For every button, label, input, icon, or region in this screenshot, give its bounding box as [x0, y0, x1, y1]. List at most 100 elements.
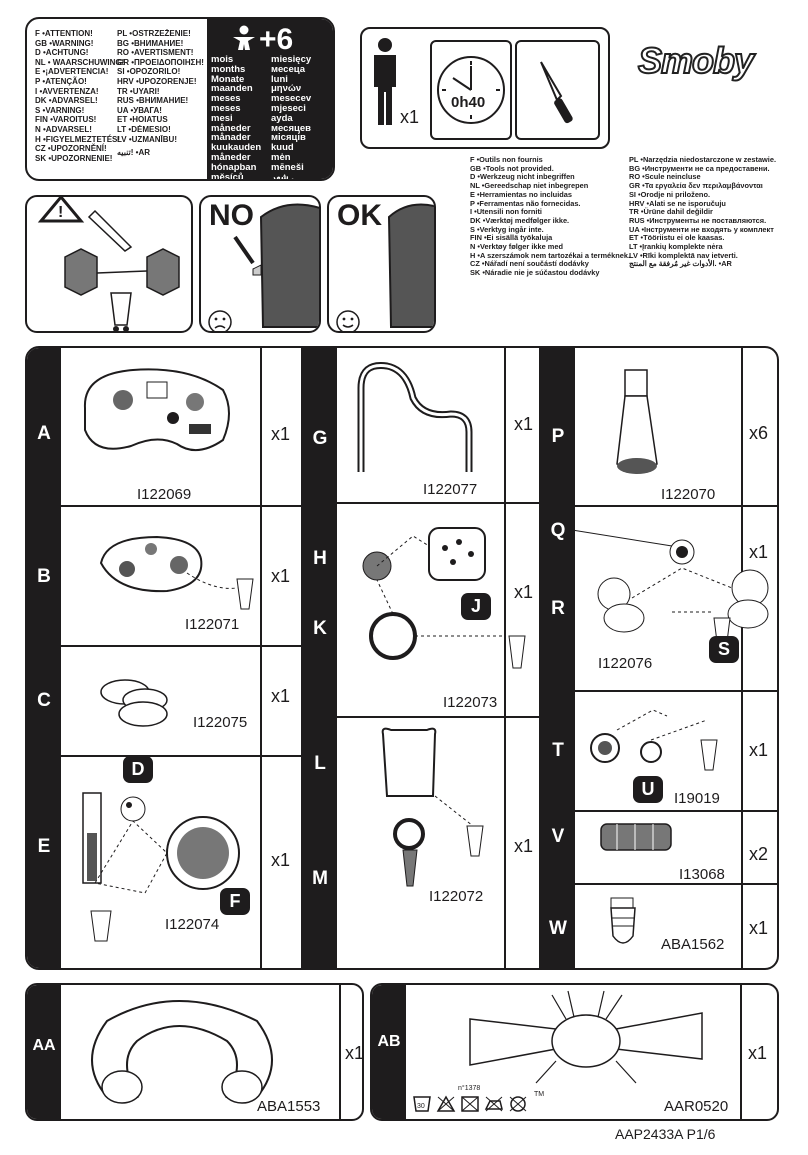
part-qty-aa: x1	[345, 1043, 364, 1063]
warning-text: P •ATENÇÃO!	[35, 76, 87, 86]
warning-text: TR •UYARI!	[117, 86, 160, 96]
warning-text: LT •DĖMESIO!	[117, 124, 171, 134]
brand-logo: Smoby	[637, 39, 755, 82]
part-letter-b: B	[37, 566, 51, 587]
tools-list-right: PL •Narzędzia niedostarczone w zestawie.…	[629, 155, 777, 269]
warning-text: SK •UPOZORNENIE!	[35, 153, 113, 163]
part-code-hk: I122073	[443, 694, 498, 711]
warning-text: LV •UZMANĪBU!	[117, 134, 177, 144]
part-letter-t: T	[552, 740, 564, 761]
toy-ring-illustration	[362, 527, 526, 669]
care-code: n°1378	[458, 1085, 481, 1092]
part-letter-aa: AA	[32, 1037, 56, 1054]
part-qty-p: x6	[749, 423, 769, 443]
column-strip	[303, 348, 337, 968]
part-qty-lm: x1	[514, 836, 534, 856]
happy-face-icon	[336, 310, 360, 331]
seat-ring-illustration	[91, 1000, 273, 1104]
warning-text: S •VARNING!	[35, 105, 85, 115]
no-panel: NO	[199, 195, 321, 333]
tray-top-illustration	[99, 535, 254, 610]
part-letter-v: V	[551, 826, 565, 847]
part-qty-w: x1	[749, 918, 769, 938]
part-ab-panel: AB n°1378 30 TM AAR0520 x1	[370, 983, 779, 1121]
part-code-v: I13068	[679, 866, 725, 883]
part-letter-c: C	[37, 690, 51, 711]
person-icon	[374, 38, 396, 125]
part-qty-b: x1	[271, 566, 291, 586]
part-letter-g: G	[312, 428, 328, 449]
part-qty-qr: x1	[749, 542, 769, 562]
part-code-c: I122075	[193, 714, 248, 731]
activity-parts-illustration	[82, 792, 240, 942]
knife-panel	[515, 40, 600, 140]
warning-text: GB •WARNING!	[35, 38, 94, 48]
part-code-w: ABA1562	[661, 936, 725, 953]
arch-bar-illustration	[357, 361, 473, 472]
warning-text: ET •HOIATUS	[117, 115, 168, 125]
part-code-t: I19019	[674, 790, 720, 807]
wrong-cut-illustration	[233, 203, 319, 328]
toy-hanger-illustration	[381, 727, 484, 887]
part-qty-ab: x1	[748, 1043, 768, 1063]
part-qty-a: x1	[271, 424, 291, 444]
warning-text: PL •OSTRZEŻENIE!	[117, 29, 191, 38]
part-letter-l: L	[314, 753, 326, 774]
part-code-a: I122069	[137, 486, 192, 503]
warning-text: E •¡ADVERTENCIA!	[35, 67, 109, 77]
warning-text: H •FIGYELMEZTETÉS!	[35, 134, 121, 144]
part-letter-ab: AB	[377, 1033, 401, 1050]
part-letter-p: P	[551, 426, 565, 447]
age-value: +6	[259, 23, 294, 56]
document-reference: AAP2433A P1/6	[615, 1126, 716, 1142]
svg-text:!: !	[58, 204, 63, 221]
ok-label: OK	[337, 199, 382, 232]
part-letter-r: R	[551, 598, 565, 619]
warning-text: GR •ΠΡΟΕΙΔΟΠΟΙΗΣΗ!	[117, 57, 204, 67]
correct-cut-illustration	[387, 203, 434, 328]
assembly-time: 0h40	[451, 94, 486, 111]
part-qty-hk: x1	[514, 582, 534, 602]
part-letter-h: H	[313, 548, 327, 569]
warning-list-left: F •ATTENTION! GB •WARNING! D •ACHTUNG! N…	[35, 29, 124, 163]
warning-box: F •ATTENTION! GB •WARNING! D •ACHTUNG! N…	[25, 17, 335, 181]
part-letter-k: K	[313, 618, 327, 639]
warning-text: RO •AVERTISMENT!	[117, 48, 194, 58]
sticker-badge-d: D	[123, 756, 153, 783]
part-qty-v: x2	[749, 844, 769, 864]
rattle-illustration	[590, 709, 718, 771]
part-letter-m: M	[312, 868, 328, 889]
time-panel: 0h40	[430, 40, 512, 140]
part-code-e: I122074	[165, 916, 220, 933]
warning-text: DK •ADVARSEL!	[35, 96, 98, 106]
part-code-lm: I122072	[429, 888, 484, 905]
warning-text: BG •ВНИМАНИЕ!	[117, 38, 184, 48]
ok-panel: OK	[327, 195, 436, 333]
part-code-p: I122070	[661, 486, 716, 503]
sticker-badge-f: F	[220, 888, 250, 915]
leg-foot-illustration	[616, 369, 658, 474]
cutting-illustration: !	[37, 197, 180, 331]
part-aa-panel: AA ABA1553 x1	[25, 983, 364, 1121]
warning-text: RUS •ВНИМАНИЕ!	[117, 96, 189, 106]
column-strip	[541, 348, 575, 968]
part-qty-t: x1	[749, 740, 769, 760]
column-strip	[27, 348, 61, 968]
part-code-aa: ABA1553	[257, 1098, 321, 1115]
part-qty-g: x1	[514, 414, 534, 434]
person-count: x1	[400, 107, 420, 127]
fabric-seat-illustration	[469, 990, 703, 1084]
warning-text: I •AVVERTENZA!	[35, 86, 99, 96]
part-letter-e: E	[37, 836, 51, 857]
warning-text: F •ATTENTION!	[35, 29, 93, 38]
trademark-mark: TM	[534, 1091, 545, 1098]
warning-text: SI •OPOZORILO!	[117, 67, 181, 77]
warning-text: N •ADVARSEL!	[35, 124, 92, 134]
child-icon	[233, 25, 255, 50]
part-letter-q: Q	[550, 520, 566, 541]
part-code-qr: I122076	[598, 655, 653, 672]
knife-icon	[540, 61, 573, 124]
